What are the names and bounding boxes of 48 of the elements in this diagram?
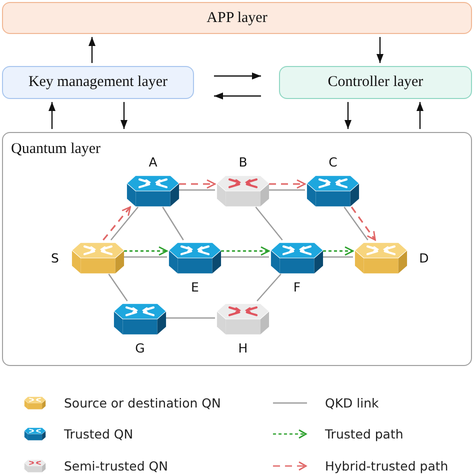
layer-label: Quantum layer — [11, 141, 101, 158]
legend-label: Semi-trusted QN — [64, 458, 168, 474]
link-line — [124, 256, 167, 258]
link-line — [344, 206, 368, 240]
arrow — [214, 72, 261, 80]
link-line — [110, 206, 138, 240]
node-label: C — [328, 154, 338, 170]
dashed-arrow — [102, 206, 131, 240]
link-line — [269, 189, 305, 191]
arrow — [48, 102, 56, 129]
layer-label: APP layer — [206, 10, 268, 26]
node-label: G — [135, 340, 145, 356]
legend-label: QKD link — [325, 396, 379, 410]
legend-label: Trusted QN — [64, 426, 134, 442]
link-line — [255, 206, 283, 240]
arrow — [376, 37, 384, 63]
layer-label: Key management layer — [28, 74, 168, 91]
layer-label: Controller layer — [328, 74, 424, 91]
layer-box — [2, 2, 472, 34]
dashed-arrow — [350, 206, 376, 241]
layer-panel — [2, 132, 472, 366]
layer-box — [279, 66, 472, 99]
arrow — [214, 92, 261, 100]
link-line — [323, 256, 353, 258]
node-label: F — [293, 280, 301, 294]
dashed-arrow — [269, 179, 306, 189]
node-label: S — [51, 250, 59, 266]
node-label: E — [191, 280, 199, 294]
node-label: A — [148, 154, 158, 170]
dashed-arrow — [124, 246, 168, 256]
dashed-arrow — [323, 246, 354, 256]
arrow — [88, 37, 96, 63]
link-line — [256, 274, 282, 302]
legend-label: Source or destination QN — [64, 396, 221, 410]
legend-label: Trusted path — [325, 426, 404, 442]
link-line — [179, 189, 215, 191]
link-line — [166, 317, 215, 319]
node-label: H — [238, 340, 248, 356]
arrow — [416, 102, 424, 129]
layer-box — [2, 66, 194, 99]
node-label: B — [238, 154, 248, 170]
arrow — [344, 102, 352, 129]
link-line — [221, 256, 269, 258]
dashed-arrow — [221, 246, 270, 256]
node-label: D — [419, 250, 429, 266]
legend-label: Hybrid-trusted path — [325, 458, 448, 474]
arrow — [120, 102, 128, 129]
dashed-arrow — [179, 179, 216, 189]
